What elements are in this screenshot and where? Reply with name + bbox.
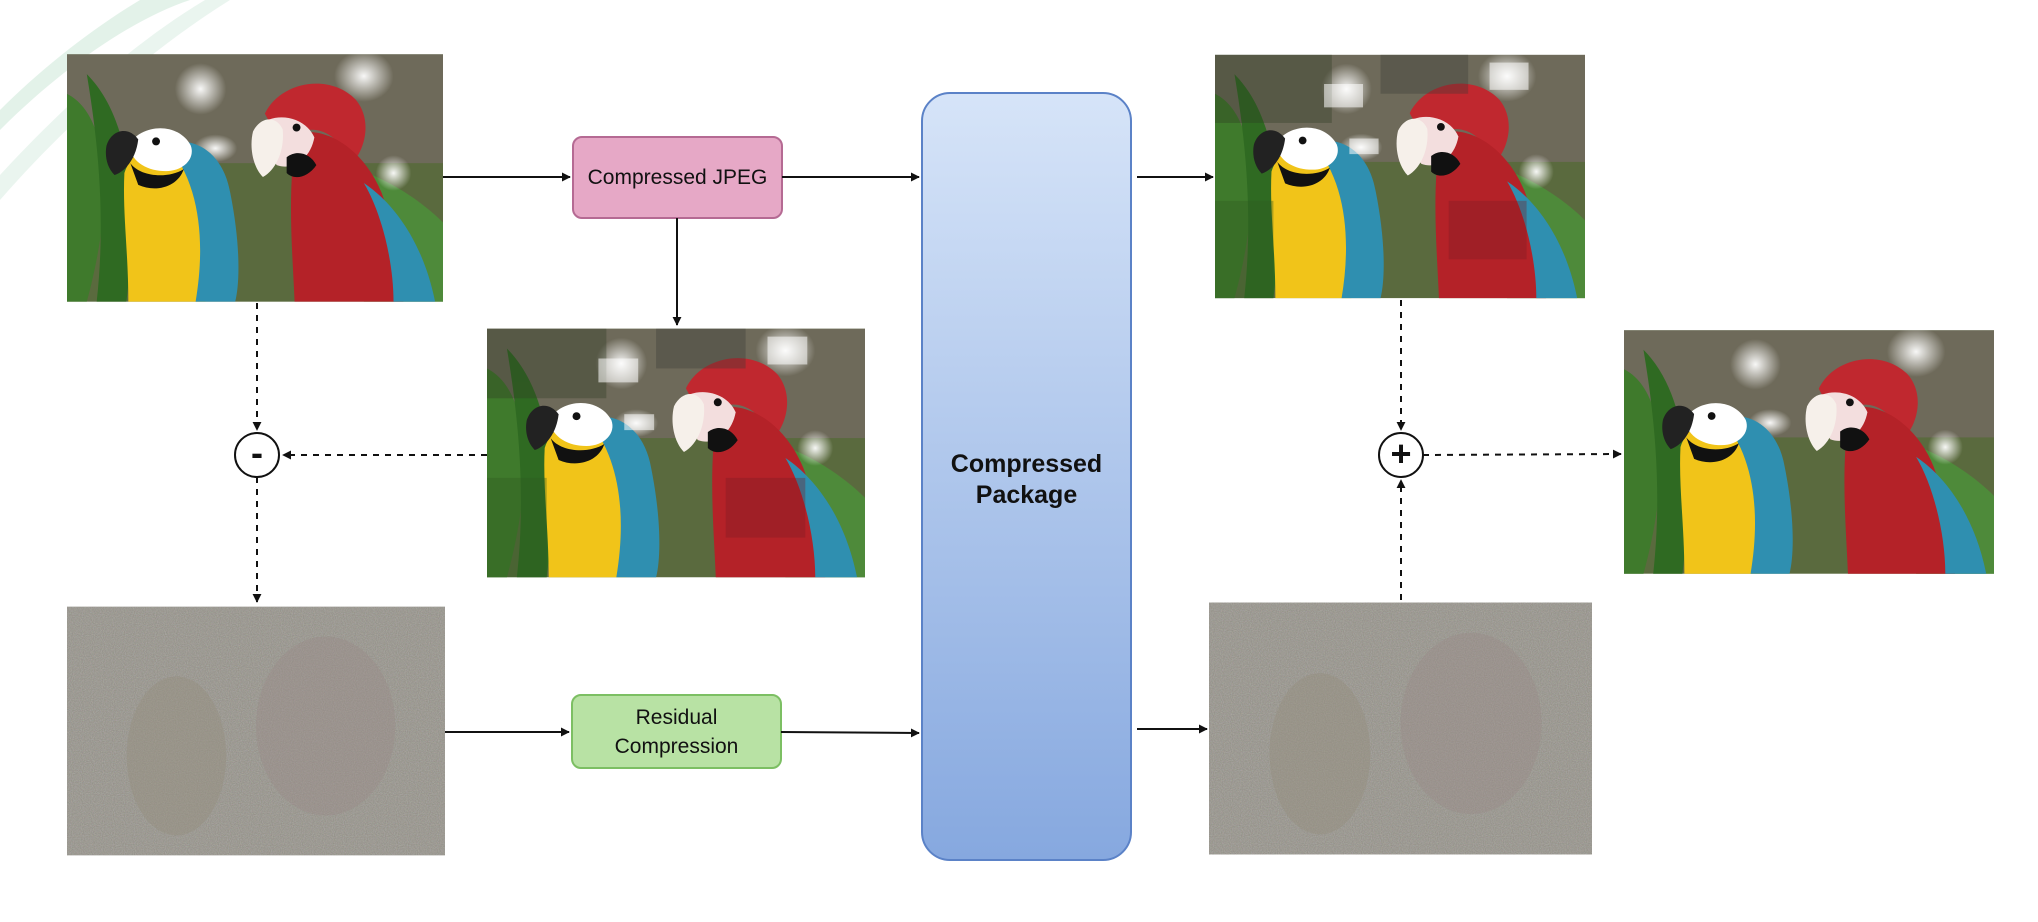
add-operator-symbol: +	[1390, 433, 1412, 474]
compressed-jpeg-label: Compressed JPEG	[587, 165, 768, 189]
subtract-operator-symbol: -	[251, 432, 263, 473]
arrow-compression-to-package	[780, 728, 920, 738]
residual-received-image	[1209, 603, 1592, 855]
residual-compression-box	[571, 694, 782, 769]
residual-image	[67, 607, 445, 856]
compressed-package-label: Compressed Package	[950, 450, 1103, 509]
compressed-package-box	[921, 92, 1132, 861]
jpeg-decoded-image	[487, 325, 865, 578]
jpeg-received-image	[1215, 51, 1585, 298]
residual-compression-label: Residual Compression	[614, 705, 739, 758]
original-image	[67, 53, 443, 302]
dashed-arrow-add-to-reconstructed	[1422, 449, 1622, 459]
reconstructed-image	[1624, 329, 1994, 574]
